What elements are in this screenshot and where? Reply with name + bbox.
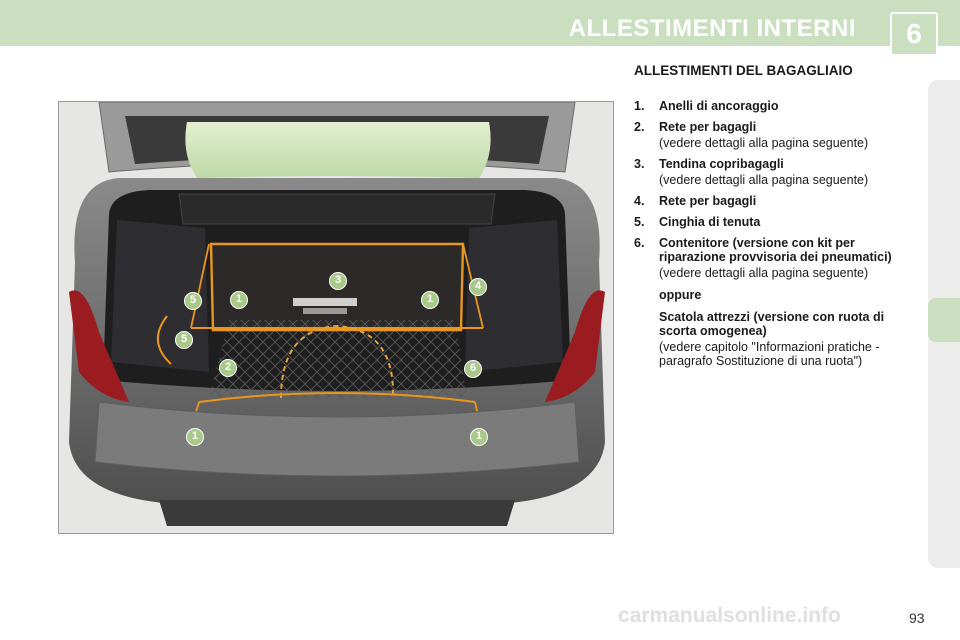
item-number: 4. <box>634 194 645 208</box>
item-title: Rete per bagagli <box>659 120 757 134</box>
item-number: 1. <box>634 99 645 113</box>
list-item: 1. Anelli di ancoraggio <box>634 99 904 113</box>
item-number: 6. <box>634 236 645 250</box>
side-chapter-marker <box>928 298 960 342</box>
list-item: 6. Contenitore (versione con kit per rip… <box>634 236 904 368</box>
page-title: ALLESTIMENTI INTERNI <box>568 15 856 42</box>
watermark: carmanualsonline.info <box>618 604 841 627</box>
chapter-tab: 6 <box>890 12 938 56</box>
item-note: (vedere dettagli alla pagina seguente) <box>659 266 869 280</box>
chapter-number: 6 <box>906 18 922 49</box>
item-title: Anelli di ancoraggio <box>659 99 779 113</box>
section-heading: ALLESTIMENTI DEL BAGAGLIAIO <box>634 63 853 78</box>
header-band <box>0 0 960 46</box>
callout-badge-1: 1 <box>230 291 248 309</box>
callout-badge-5: 5 <box>184 292 202 310</box>
callout-badge-6: 6 <box>464 360 482 378</box>
callout-badge-2: 2 <box>219 359 237 377</box>
item-title: Rete per bagagli <box>659 194 757 208</box>
callout-badge-4: 4 <box>469 278 487 296</box>
callout-badge-1: 1 <box>421 291 439 309</box>
page-number: 93 <box>909 610 925 626</box>
item-title: Cinghia di tenuta <box>659 215 761 229</box>
item-alt-label: oppure <box>659 288 702 302</box>
item-number: 2. <box>634 120 645 134</box>
item-title: Contenitore (versione con kit per ripara… <box>659 236 892 264</box>
list-item: 4. Rete per bagagli <box>634 194 904 208</box>
list-item: 3. Tendina copribagagli (vedere dettagli… <box>634 157 904 187</box>
item-number: 3. <box>634 157 645 171</box>
item-number: 5. <box>634 215 645 229</box>
item-note: (vedere dettagli alla pagina seguente) <box>659 173 869 187</box>
callout-badge-3: 3 <box>329 272 347 290</box>
item-alt-note: (vedere capitolo "Informazioni pratiche … <box>659 340 880 368</box>
list-item: 2. Rete per bagagli (vedere dettagli all… <box>634 120 904 150</box>
trunk-illustration: 1 1 1 1 2 3 4 5 5 6 <box>58 101 614 534</box>
list-item: 5. Cinghia di tenuta <box>634 215 904 229</box>
item-alt-title: Scatola attrezzi (versione con ruota di … <box>659 310 885 338</box>
callout-badge-5: 5 <box>175 331 193 349</box>
callout-badge-1: 1 <box>470 428 488 446</box>
callout-badge-1: 1 <box>186 428 204 446</box>
item-note: (vedere dettagli alla pagina seguente) <box>659 136 869 150</box>
equipment-list: 1. Anelli di ancoraggio 2. Rete per baga… <box>634 99 904 375</box>
item-title: Tendina copribagagli <box>659 157 784 171</box>
